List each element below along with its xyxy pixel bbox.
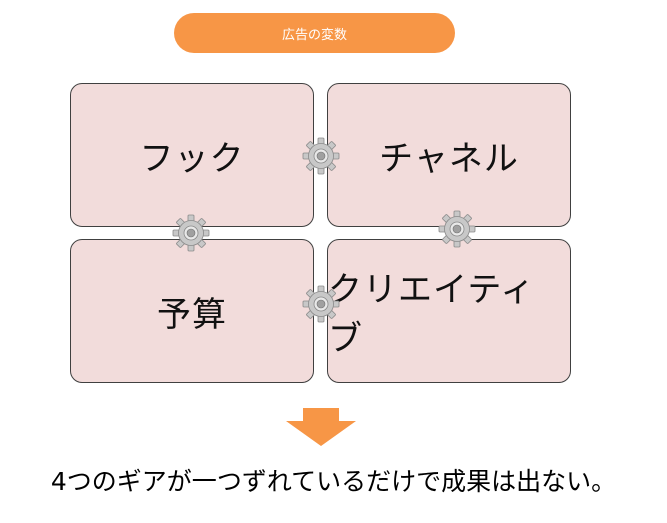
card-label-creative: クリエイティブ: [328, 270, 536, 359]
card-label-channel: チャネル: [379, 138, 519, 179]
gear-icon: [172, 214, 210, 252]
gear-icon: [302, 137, 340, 175]
gear-icon: [438, 210, 476, 248]
title-pill: 広告の変数: [174, 13, 455, 53]
gear-icon: [302, 285, 340, 323]
card-label-hook: フック: [139, 138, 245, 179]
card-label-budget: 予算: [157, 294, 227, 335]
card-hook: フック: [70, 83, 314, 227]
card-creative: クリエイティブ: [327, 239, 571, 383]
card-budget: 予算: [70, 239, 314, 383]
title-text: 広告の変数: [281, 27, 347, 43]
footer-caption: 4つのギアが一つずれているだけで成果は出ない。: [50, 467, 617, 496]
down-arrow-icon: [286, 408, 356, 446]
card-channel: チャネル: [327, 83, 571, 227]
